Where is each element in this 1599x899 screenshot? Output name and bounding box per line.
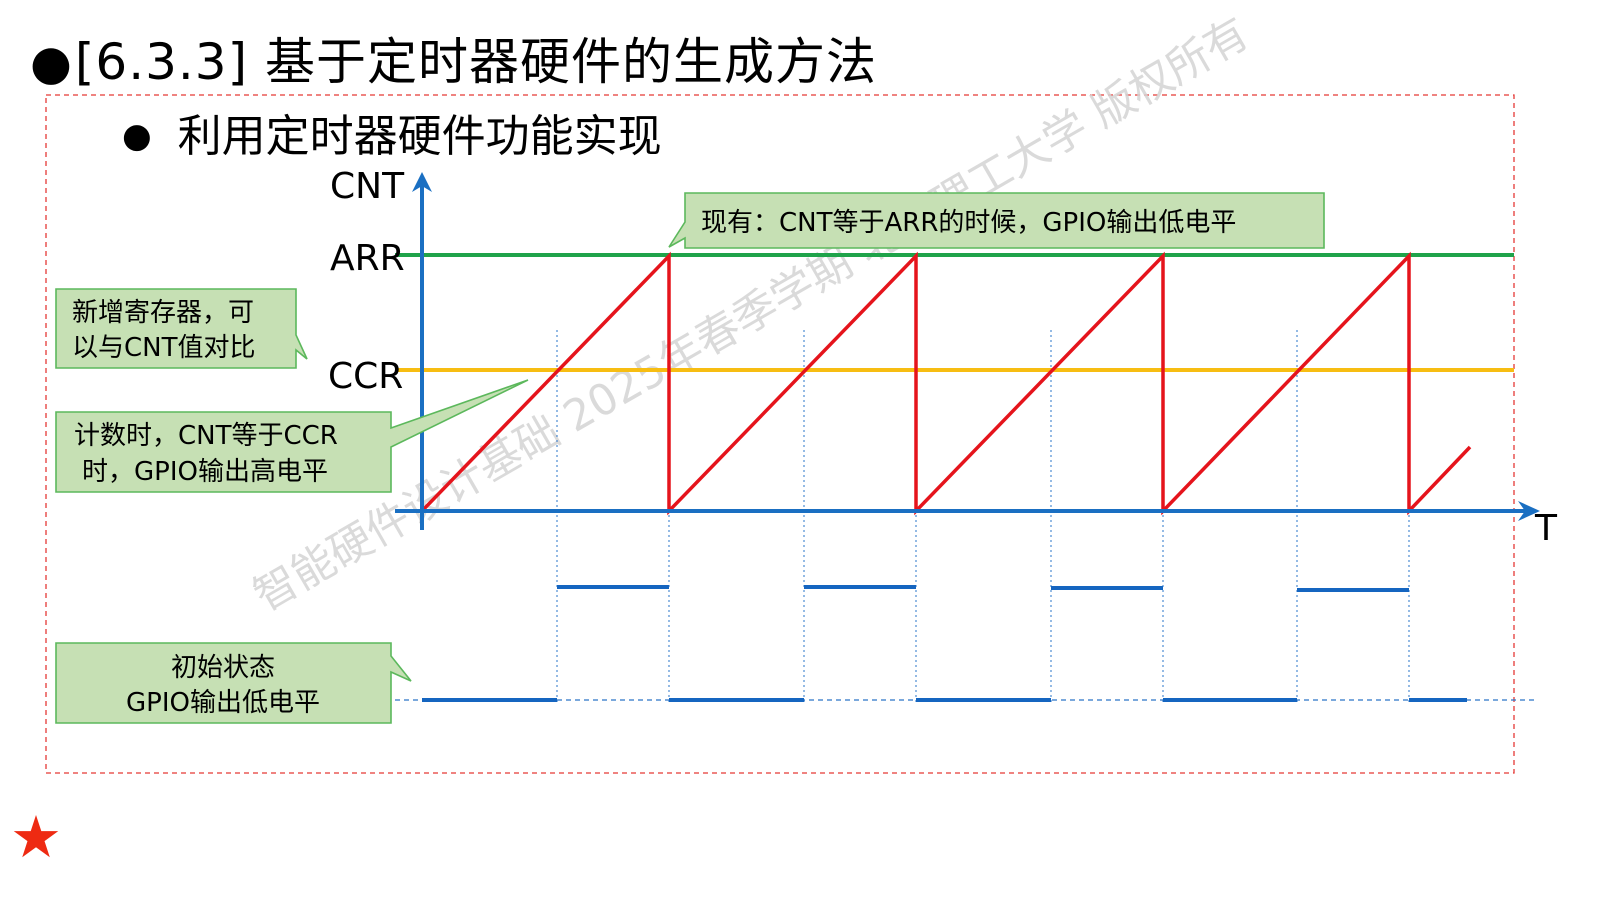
star-icon: ★ [10,803,62,871]
y-axis-label: CNT [330,166,405,207]
callout-register-line2: 以与CNT值对比 [72,333,256,363]
x-axis-label: T [1534,508,1558,549]
callout-compare-line2: 时，GPIO输出高电平 [82,457,328,487]
pwm-waveform [422,585,1467,702]
x-axis-arrow [1518,501,1540,521]
title-bullet: ● [30,35,73,91]
arr-label: ARR [330,238,405,279]
dashed-frame [45,94,1515,774]
ccr-label: CCR [328,356,403,397]
sawtooth-counter [420,251,1472,516]
slide-title: ●[6.3.3] 基于定时器硬件的生成方法 [30,22,877,94]
subtitle-bullet: ● [122,116,152,156]
subtitle-text: 利用定时器硬件功能实现 [177,111,662,162]
callout-arr [668,192,1325,249]
slide-subtitle: ● 利用定时器硬件功能实现 [122,100,662,164]
title-text: [6.3.3] 基于定时器硬件的生成方法 [74,33,878,91]
callout-register-line1: 新增寄存器，可 [72,298,254,328]
y-axis-arrow [412,172,432,192]
callout-register [55,288,308,369]
callout-compare [55,379,529,493]
callout-initial-line1: 初始状态 [171,653,275,683]
callout-arr-text: 现有：CNT等于ARR的时候，GPIO输出低电平 [701,208,1236,238]
guide-lines [556,255,1410,702]
callout-initial-line2: GPIO输出低电平 [126,688,320,718]
callout-initial [55,642,412,724]
callout-compare-line1: 计数时，CNT等于CCR [74,421,338,451]
